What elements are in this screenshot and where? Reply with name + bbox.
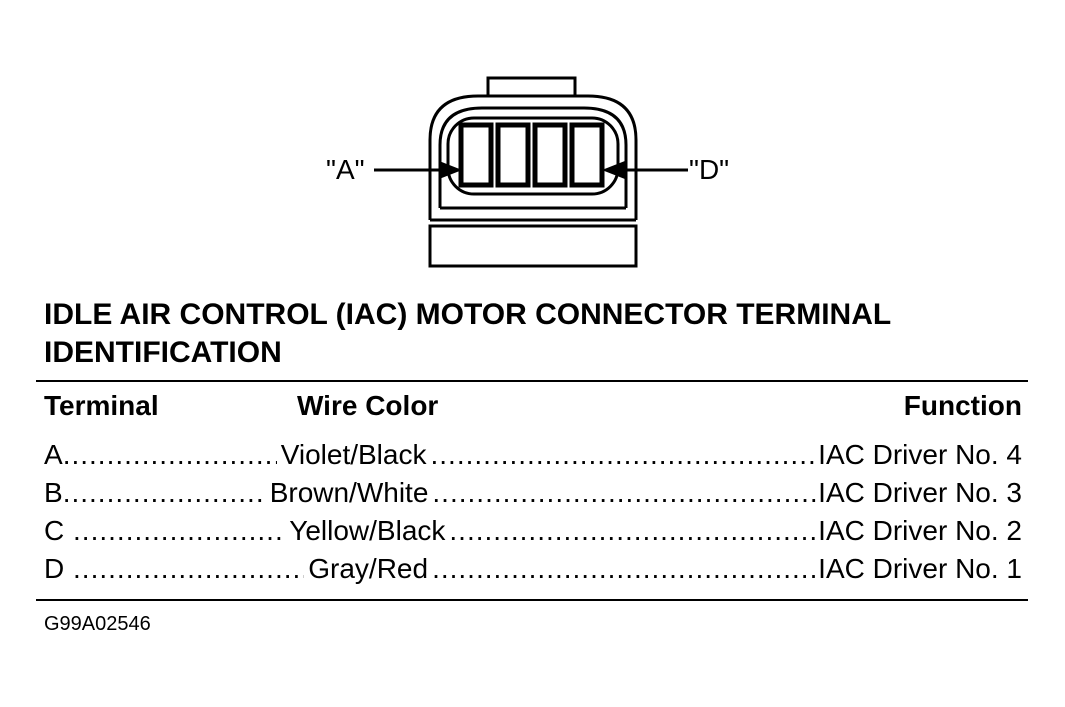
terminal-cell: C (44, 515, 65, 546)
dot-leader: .............................. (62, 477, 266, 508)
header-function: Function (903, 390, 1022, 421)
dot-leader: .............................. (62, 439, 277, 470)
wire-color-cell: Yellow/Black (289, 515, 446, 546)
terminal-cavity-c (532, 122, 568, 188)
connector-inner-shell (438, 106, 628, 208)
connector-latch-tab (486, 76, 577, 96)
function-cell: IAC Driver No. 2 (818, 515, 1022, 546)
table-top-rule (36, 380, 1028, 382)
terminal-cell: D (44, 553, 65, 584)
function-cell: IAC Driver No. 3 (818, 477, 1022, 508)
dot-leader (432, 550, 818, 588)
function-cell: IAC Driver No. 1 (818, 553, 1022, 584)
header-wire-color: Wire Color (297, 390, 439, 421)
wire-color-cell: Violet/Black (280, 439, 427, 470)
terminal-cavity-a (458, 122, 494, 188)
table-row: C .............................. Yellow/… (44, 512, 1022, 550)
table-bottom-rule (36, 599, 1028, 601)
arrow-a-head (438, 160, 463, 180)
terminal-cavity-d (569, 122, 605, 188)
terminal-cell: B (44, 477, 63, 508)
arrow-d-head (601, 160, 626, 180)
wire-color-cell: Gray/Red (308, 553, 429, 584)
table-row: D .................................. Gra… (44, 550, 1022, 588)
header-terminal: Terminal (44, 390, 159, 421)
figure-id: G99A02546 (44, 613, 151, 635)
terminal-a-callout: "A" (326, 154, 365, 185)
connector-outer-shell (428, 94, 638, 220)
wire-color-cell: Brown/White (269, 477, 429, 508)
connector-base (428, 224, 638, 268)
title-line-2: IDENTIFICATION (44, 336, 282, 369)
iac-connector-diagram (374, 76, 688, 268)
table-row: A .............................. Violet/… (44, 436, 1022, 474)
dot-leader (430, 436, 818, 474)
terminal-cavity-b (495, 122, 531, 188)
dot-leader: .............................. (73, 515, 285, 546)
page-title: IDLE AIR CONTROL (IAC) MOTOR CONNECTOR T… (44, 296, 1034, 372)
function-cell: IAC Driver No. 4 (818, 439, 1022, 470)
dot-leader (449, 512, 818, 550)
dot-leader (432, 474, 818, 512)
terminal-d-callout: "D" (689, 154, 730, 185)
dot-leader: .................................. (73, 553, 304, 584)
terminal-table: A .............................. Violet/… (44, 436, 1022, 588)
table-row: B .............................. Brown/W… (44, 474, 1022, 512)
terminal-cell: A (44, 439, 63, 470)
title-line-1: IDLE AIR CONTROL (IAC) MOTOR CONNECTOR T… (44, 298, 892, 331)
terminal-window (446, 116, 620, 196)
